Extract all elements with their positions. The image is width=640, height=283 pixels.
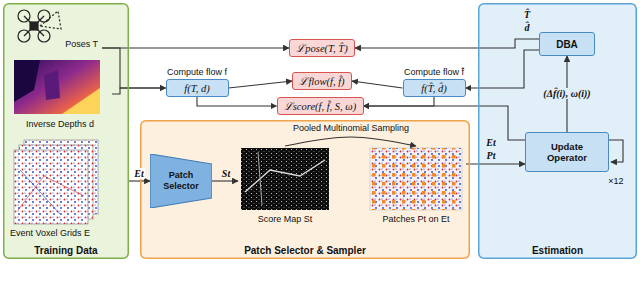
region-panel: Estimation DBA Update Operator [478,3,637,259]
node-text: Compute flow f [167,67,227,78]
region-panel: Training Data Poses T Inverse Depths d Even… [3,3,129,259]
node-text: Event Voxel Grids E [10,228,90,239]
connector [102,47,289,48]
node-text: Patch Selector [157,170,205,192]
flow-box: Compute flow ff(T, d) [166,61,229,90]
connector [364,97,435,106]
node-text: Estimation [478,245,637,256]
annotation: T̂ [523,9,531,20]
node-text: Training Data [3,245,129,256]
drone-icon [18,10,61,42]
iteration-loop [609,140,623,162]
input-label: Inverse Depths d [8,56,112,132]
node-text: Patches Pt on Et [366,214,466,225]
connector [466,163,525,164]
input-label: Event Voxel Grids E [6,136,128,240]
patches-image [370,148,462,210]
node-text: DBA [556,39,578,50]
patch-image: Patches Pt on Et [366,146,466,226]
connector [229,81,293,88]
node-text: Score Map St [238,214,332,225]
loss-box: ℒpose(T, T̂) [289,39,355,57]
flow-box: Compute flow f̂f(T̂, d̂) [403,61,466,90]
region-panel: Patch Selector & Sampler Patch SelectorSc… [140,120,470,259]
edge-label: (Δf̂(i), ω(i)) [542,88,591,99]
annotation: Et [485,137,496,148]
connector [352,81,403,88]
node-text: Poses T [65,39,98,50]
connector [102,48,166,88]
connector [285,137,416,146]
update-operator: Update Operator [525,132,609,172]
event-voxel-grids [14,140,98,224]
node-text: Update Operator [530,141,604,163]
edge-label: Et [133,168,144,179]
node-text: Compute flow f̂ [404,67,464,78]
edge-label: Pooled Multinomial Sampling [292,123,410,134]
node-text: f(T, d) [184,83,209,94]
region-fill [478,3,637,259]
node-text: ℒpose(T, T̂) [296,43,347,54]
edge-label: Pt [486,150,497,161]
patch-selector: Patch Selector [150,154,212,208]
loss-box: ℒflow(f, f̂) [292,72,352,90]
node-text: f(T̂, d̂) [421,83,446,94]
node-text: Inverse Depths d [8,119,112,130]
input-label: Poses T [8,6,102,52]
connector [112,88,166,94]
score-map: Score Map St [238,146,332,226]
connector [212,180,238,181]
edge-label: St [221,168,231,179]
selector-shape [150,154,212,208]
connector [128,180,150,181]
region-fill [140,120,470,259]
node-text: ℒscore(f, f̂, S, ω) [284,101,357,112]
loss-box: ℒscore(f, f̂, S, ω) [277,97,364,115]
dba-box: DBA [539,32,595,56]
node-text: Patch Selector & Sampler [140,245,470,256]
depth-image [14,60,100,114]
score-map-image [241,148,329,210]
connector [197,97,277,106]
flow-box-outline: f(T, d) [166,79,229,97]
node-text: ℒflow(f, f̂) [299,76,344,87]
region-fill [3,3,129,259]
annotation: d̂ [524,22,531,33]
annotation: ×12 [607,176,624,187]
flow-box-outline: f(T̂, d̂) [403,79,466,97]
connector [466,50,540,88]
connector [355,39,539,48]
